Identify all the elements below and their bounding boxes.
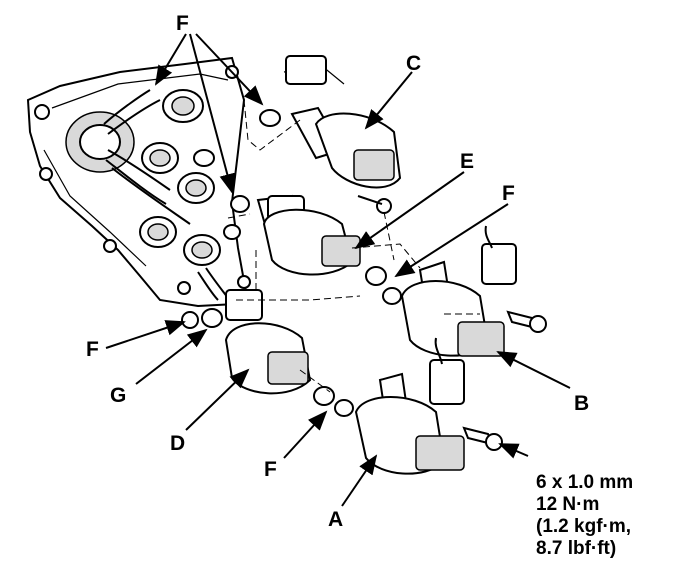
callout-label-d: D bbox=[170, 432, 185, 455]
torque-spec-line: 6 x 1.0 mm bbox=[536, 472, 633, 493]
solenoid-a bbox=[313, 337, 503, 475]
callout-label-f-bottom: F bbox=[264, 458, 277, 481]
callout-label-a: A bbox=[328, 508, 343, 531]
solenoid-b bbox=[365, 225, 547, 357]
callout-label-f-top: F bbox=[176, 12, 189, 35]
leader-arrows bbox=[105, 33, 571, 507]
wiring-harness bbox=[103, 89, 229, 301]
transmission-housing bbox=[26, 56, 251, 308]
solenoid-e bbox=[230, 194, 361, 276]
callout-label-f-right: F bbox=[502, 182, 515, 205]
torque-spec: 6 x 1.0 mm 12 N·m (1.2 kgf·m, 8.7 lbf·ft… bbox=[536, 472, 633, 559]
torque-spec-line: 8.7 lbf·ft) bbox=[536, 538, 616, 559]
callout-label-e: E bbox=[460, 150, 474, 173]
callout-label-b: B bbox=[574, 392, 589, 415]
solenoid-c bbox=[259, 55, 402, 214]
valve-body-bores bbox=[139, 89, 241, 266]
callout-label-f-left: F bbox=[86, 338, 99, 361]
torque-spec-line: (1.2 kgf·m, bbox=[536, 516, 631, 537]
callout-label-g: G bbox=[110, 384, 126, 407]
callout-label-c: C bbox=[406, 52, 421, 75]
torque-spec-line: 12 N·m bbox=[536, 494, 599, 515]
